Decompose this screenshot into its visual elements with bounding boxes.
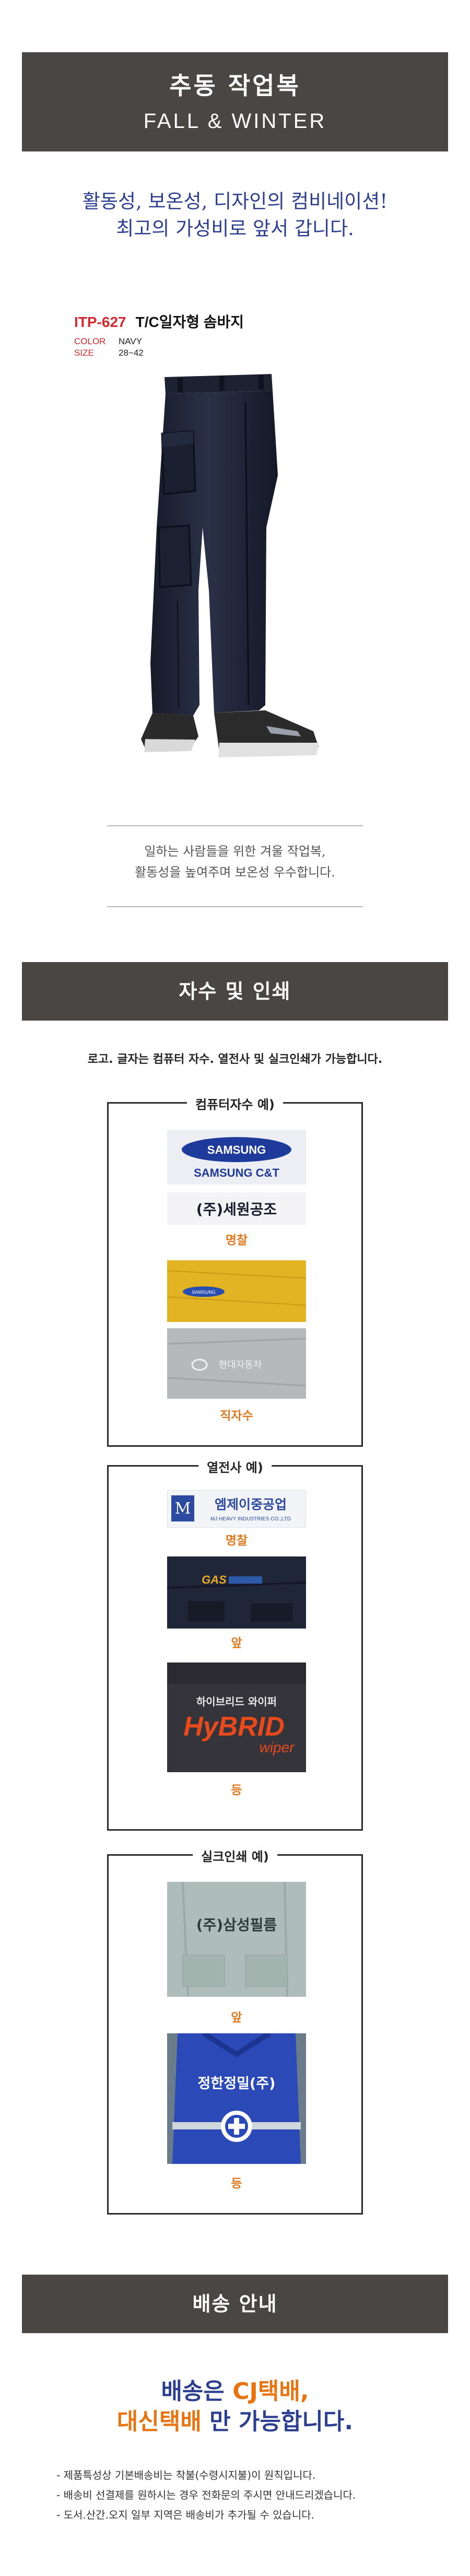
product-color-row: COLOR NAVY — [74, 336, 244, 347]
season-title-ko: 추동 작업복 — [169, 72, 301, 100]
jeonghan-silk-print-vest: 정한정밀(주) — [167, 2033, 306, 2164]
jeonghan-text: 정한정밀(주) — [198, 2076, 276, 2092]
gray-fabric-embroidery: 현대자동차 — [167, 1328, 306, 1399]
mj-company-ko: 엠제이중공업 — [215, 1497, 287, 1512]
sewon-embroidery-patch: (주)세원공조 — [167, 1192, 306, 1225]
samsung-logo-text: SAMSUNG — [207, 1143, 266, 1156]
gas-logo-text: GAS — [202, 1573, 227, 1586]
svg-text:M: M — [175, 1500, 191, 1518]
computer-embroidery-title: 컴퓨터자수 예) — [187, 1094, 283, 1113]
embroidery-header-title: 자수 및 인쇄 — [179, 980, 291, 1003]
hybrid-en-text: HyBRID — [183, 1712, 285, 1742]
shipping-cj-courier: CJ택배, — [232, 2378, 309, 2405]
shipping-header-title: 배송 안내 — [192, 2292, 278, 2315]
caption-name-tag-2: 명찰 — [225, 1534, 248, 1548]
gray-patch-text: 현대자동차 — [219, 1360, 262, 1371]
product-info: ITP-627 T/C일자형 솜바지 COLOR NAVY SIZE 28~42 — [74, 311, 244, 359]
gas-heat-transfer-sample: GAS — [167, 1556, 306, 1629]
color-value: NAVY — [119, 336, 143, 346]
product-spec: COLOR NAVY SIZE 28~42 — [74, 336, 244, 359]
hybrid-wiper-back-print: 하이브리드 와이퍼 HyBRID wiper — [167, 1662, 306, 1772]
shipping-notes: - 제품특성상 기본배송비는 착불(수령시지불)이 원칙입니다. - 배송비 선… — [56, 2465, 356, 2525]
shipping-line1-pre: 배송은 — [161, 2378, 233, 2405]
samsung-film-text: (주)삼성필름 — [196, 1916, 277, 1934]
mj-heavy-industries-tag: M 엠제이중공업 MJ HEAVY INDUSTRIES CO.,LTD — [167, 1490, 306, 1528]
computer-embroidery-frame: 컴퓨터자수 예) SAMSUNG SAMSUNG C&T (주)세원공조 명찰 … — [107, 1094, 363, 1447]
tagline-line-1: 활동성, 보온성, 디자인의 컴비네이션! — [82, 190, 388, 213]
shipping-note: - 제품특성상 기본배송비는 착불(수령시지불)이 원칙입니다. — [56, 2469, 316, 2481]
product-code-line: ITP-627 T/C일자형 솜바지 — [74, 311, 244, 332]
embroidery-header-banner: 자수 및 인쇄 — [22, 962, 448, 1021]
yellow-patch-text: SAMSUNG — [192, 1290, 216, 1295]
shipping-line-2: 대신택배 만 가능합니다. — [0, 2407, 470, 2437]
product-description: 일하는 사람들을 위한 겨울 작업복, 활동성을 높여주며 보온성 우수합니다. — [0, 841, 470, 883]
tagline: 활동성, 보온성, 디자인의 컴비네이션! 최고의 가성비로 앞서 갑니다. — [0, 188, 470, 242]
caption-front-1: 앞 — [231, 1636, 242, 1650]
heat-transfer-title: 열전사 예) — [198, 1457, 272, 1476]
embroidery-note: 로고. 글자는 컴퓨터 자수. 열전사 및 실크인쇄가 가능합니다. — [87, 1053, 383, 1066]
caption-front-2: 앞 — [231, 2011, 242, 2024]
samsung-film-silk-print: (주)삼성필름 — [167, 1882, 306, 1997]
divider-bottom — [107, 906, 363, 907]
samsung-embroidery-patch: SAMSUNG SAMSUNG C&T — [167, 1130, 306, 1185]
silk-print-frame: 실크인쇄 예) (주)삼성필름 앞 정한정밀(주) 등 — [107, 1846, 363, 2215]
shipping-header-banner: 배송 안내 — [22, 2275, 448, 2333]
navy-work-pants-image — [141, 374, 319, 757]
shipping-note: - 도서.산간.오지 일부 지역은 배송비가 추가될 수 있습니다. — [56, 2509, 314, 2521]
caption-direct-embroidery: 직자수 — [220, 1409, 253, 1423]
caption-back-1: 등 — [231, 1784, 242, 1797]
color-label: COLOR — [74, 336, 106, 346]
hybrid-ko-text: 하이브리드 와이퍼 — [196, 1695, 277, 1708]
description-line-2: 활동성을 높여주며 보온성 우수합니다. — [135, 865, 335, 880]
mj-company-en: MJ HEAVY INDUSTRIES CO.,LTD — [210, 1516, 291, 1522]
size-value: 28~42 — [119, 348, 144, 358]
caption-name-tag-1: 명찰 — [225, 1234, 248, 1247]
product-name: T/C일자형 솜바지 — [135, 314, 244, 330]
caption-back-2: 등 — [231, 2177, 242, 2191]
shipping-main-message: 배송은 CJ택배, 대신택배 만 가능합니다. — [0, 2376, 470, 2437]
divider-top — [107, 825, 363, 826]
shipping-line2-post: 만 가능합니다. — [201, 2408, 354, 2435]
shipping-line-1: 배송은 CJ택배, — [0, 2376, 470, 2407]
shipping-daesin-courier: 대신택배 — [116, 2408, 202, 2435]
yellow-fabric-embroidery: SAMSUNG — [167, 1260, 306, 1322]
heat-transfer-frame: 열전사 예) M 엠제이중공업 MJ HEAVY INDUSTRIES CO.,… — [107, 1457, 363, 1831]
size-label: SIZE — [74, 348, 94, 358]
hybrid-sub-text: wiper — [260, 1739, 296, 1755]
sewon-text: (주)세원공조 — [196, 1201, 277, 1218]
product-size-row: SIZE 28~42 — [74, 347, 244, 359]
shipping-note: - 배송비 선결제를 원하시는 경우 전화문의 주시면 안내드리겠습니다. — [56, 2489, 356, 2501]
season-title-en: FALL & WINTER — [143, 110, 327, 133]
season-header-banner: 추동 작업복 FALL & WINTER — [22, 52, 448, 151]
tagline-line-2: 최고의 가성비로 앞서 갑니다. — [116, 217, 354, 240]
samsung-ct-text: SAMSUNG C&T — [194, 1166, 279, 1179]
silk-print-title: 실크인쇄 예) — [193, 1846, 277, 1865]
product-code: ITP-627 — [74, 314, 126, 330]
description-line-1: 일하는 사람들을 위한 겨울 작업복, — [144, 844, 326, 859]
